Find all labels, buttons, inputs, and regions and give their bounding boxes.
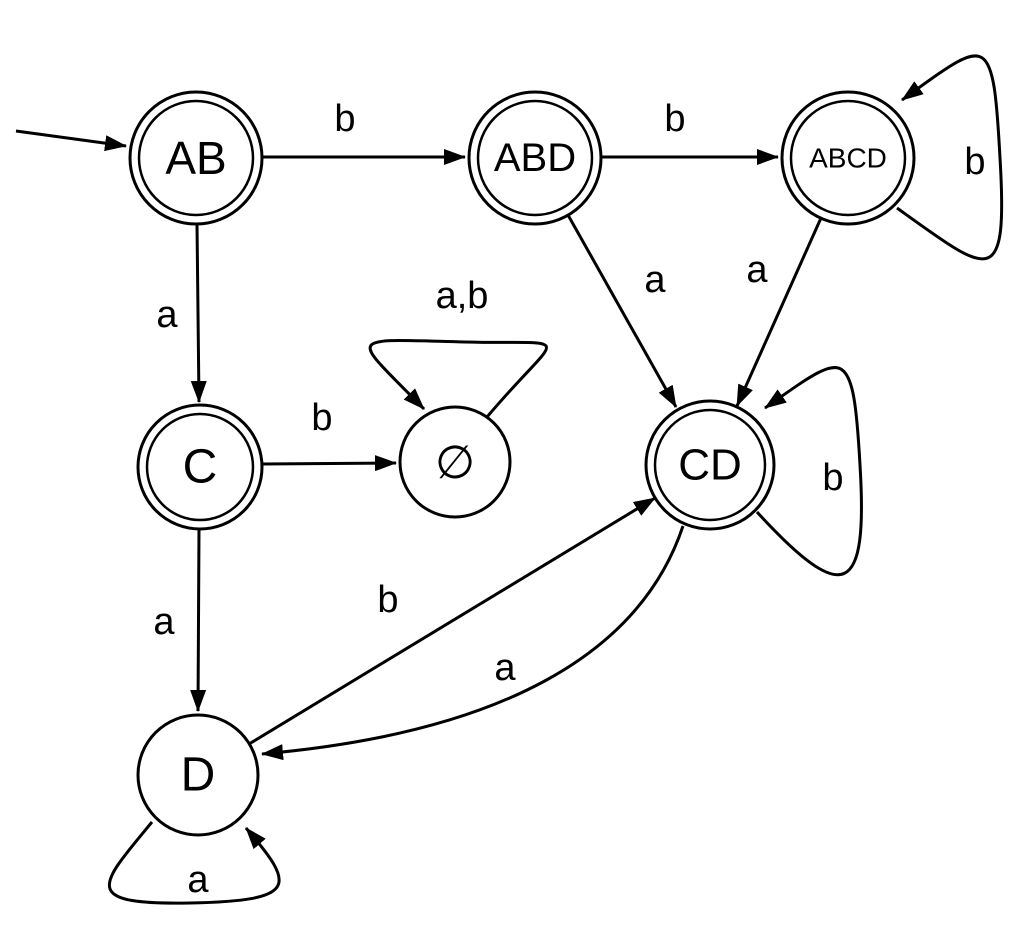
state-AB: AB — [128, 90, 264, 226]
state-outer-circle — [644, 399, 776, 531]
transition-curve — [755, 366, 863, 577]
state-label: ABD — [494, 136, 576, 180]
transition-label: a — [644, 259, 666, 301]
transition-ABD-a-CD: a — [566, 214, 678, 408]
transition-EMPTY-ab-EMPTY: a,b — [368, 275, 548, 418]
transition-label: b — [822, 457, 843, 499]
state-EMPTY: ∅ — [398, 405, 512, 519]
transition-label: b — [377, 579, 398, 621]
state-ABCD: ABCD — [780, 90, 916, 226]
state-ABD: ABD — [467, 90, 603, 226]
transition-line — [248, 496, 656, 746]
transition-label: b — [964, 141, 985, 183]
transition-label: a — [153, 601, 175, 643]
transition-label: a — [156, 294, 178, 336]
state-CD: CD — [644, 399, 776, 531]
state-outer-circle — [136, 403, 264, 531]
states-layer: AB ABD ABCD C ∅ CD D — [128, 90, 916, 837]
transition-CD-b-CD: b — [755, 366, 863, 577]
transition-line — [190, 528, 207, 712]
transition-label: b — [311, 397, 332, 439]
transition-C-b-EMPTY: b — [261, 397, 397, 472]
transition-AB-a-C: a — [156, 223, 207, 403]
state-inner-circle — [137, 99, 255, 217]
state-outer-circle — [780, 90, 916, 226]
transition-D-a-D: a — [107, 821, 281, 905]
state-label: CD — [678, 441, 742, 490]
state-inner-circle — [145, 412, 255, 522]
state-C: C — [136, 403, 264, 531]
transition-ABCD-b-ABCD: b — [896, 54, 1004, 261]
transition-ABCD-a-CD: a — [735, 217, 823, 407]
transition-label: a — [746, 249, 768, 291]
transition-line — [190, 223, 207, 403]
state-label: C — [183, 441, 218, 494]
transition-label: b — [334, 98, 355, 140]
transition-ABD-b-ABCD: b — [601, 98, 779, 165]
transitions-layer: b b b a a a b a,b a b a b a — [15, 54, 1004, 905]
transition-curve — [896, 54, 1004, 261]
transition-label: a — [187, 859, 209, 901]
state-inner-circle — [789, 99, 907, 217]
state-label: D — [181, 749, 216, 802]
transition-start-arrow — [15, 129, 127, 152]
state-label: ABCD — [809, 143, 887, 174]
state-inner-circle — [653, 408, 767, 522]
state-inner-circle — [476, 99, 594, 217]
transition-curve — [368, 339, 548, 418]
state-label: AB — [165, 132, 226, 184]
transition-C-a-D: a — [153, 528, 207, 712]
state-outer-circle — [136, 713, 260, 837]
transition-line — [566, 214, 678, 408]
state-label: ∅ — [435, 436, 475, 488]
transition-curve — [107, 821, 281, 905]
transition-label: a — [494, 647, 516, 689]
transition-CD-a-D: a — [261, 525, 685, 761]
state-D: D — [136, 713, 260, 837]
transition-label: a,b — [436, 275, 489, 317]
transition-line — [15, 129, 127, 152]
transition-D-b-CD: b — [248, 496, 656, 746]
transition-line — [735, 217, 823, 407]
transition-label: b — [664, 98, 685, 140]
transition-line — [261, 455, 397, 472]
transition-curve — [261, 525, 685, 761]
state-outer-circle — [398, 405, 512, 519]
transition-AB-b-ABD: b — [262, 98, 466, 165]
